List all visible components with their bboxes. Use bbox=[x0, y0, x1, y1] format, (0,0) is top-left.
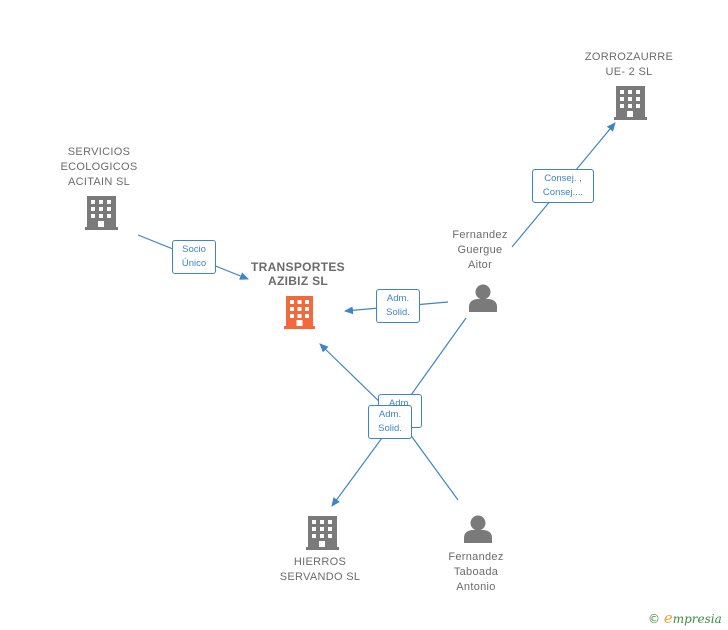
building-icon-highlighted[interactable] bbox=[284, 296, 315, 329]
edge-hub-to-hierros bbox=[331, 437, 383, 507]
edge-label-adm-solid-3[interactable]: Adm. Solid. bbox=[368, 405, 412, 439]
empresia-logo: © empresia bbox=[648, 609, 722, 627]
node-label-hierros[interactable]: HIERROS SERVANDO SL bbox=[279, 556, 361, 583]
building-icon[interactable] bbox=[85, 196, 118, 230]
person-icon[interactable] bbox=[469, 284, 497, 313]
copyright-symbol: © bbox=[648, 612, 660, 626]
node-label-servicios[interactable]: SERVICIOS ECOLOGICOS ACITAIN SL bbox=[60, 146, 138, 188]
edge-label-consej[interactable]: Consej. , Consej.... bbox=[532, 169, 594, 203]
node-label-zorrozaurre[interactable]: ZORROZAURRE UE- 2 SL bbox=[584, 51, 674, 78]
brand-name: mpresia bbox=[672, 612, 722, 626]
building-icon[interactable] bbox=[614, 86, 647, 120]
node-label-fernandez-guergue[interactable]: Fernandez Guergue Aitor bbox=[452, 229, 508, 271]
edge-label-socio-unico[interactable]: Socio Único bbox=[172, 240, 216, 274]
edge-hub-to-transportes bbox=[319, 343, 389, 411]
person-icon[interactable] bbox=[464, 515, 492, 544]
building-icon[interactable] bbox=[306, 516, 339, 550]
edge-fernandez-taboada-to-hub bbox=[403, 425, 459, 501]
node-label-fernandez-taboada[interactable]: Fernandez Taboada Antonio bbox=[448, 551, 504, 593]
edge-label-adm-solid-1[interactable]: Adm. Solid. bbox=[376, 289, 420, 323]
node-label-transportes[interactable]: TRANSPORTES AZIBIZ SL bbox=[251, 260, 345, 288]
brand-initial: e bbox=[663, 609, 673, 627]
